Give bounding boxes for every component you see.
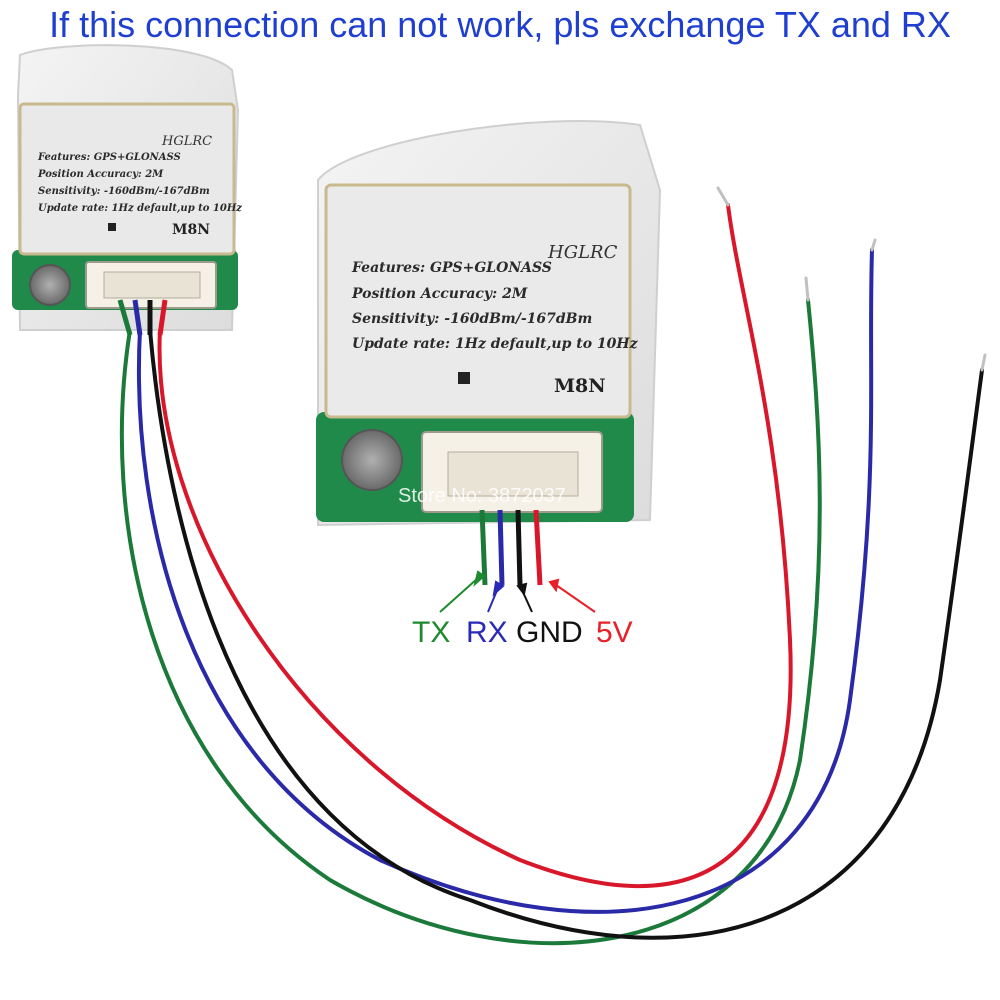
logo-left: HGLRC: [161, 134, 212, 149]
pinout-annotation: TX RX GND 5V: [412, 570, 633, 649]
5v-arrow: [548, 578, 596, 613]
wire-blue-long: [136, 248, 874, 914]
buzzer-left: [29, 264, 71, 306]
rx-arrow: [487, 580, 505, 613]
features-left: Features: GPS+GLONASS: [37, 152, 181, 163]
pin-label-rx: RX: [466, 616, 508, 649]
pin-label-tx: TX: [412, 616, 450, 649]
left-connector-wires: [117, 299, 168, 336]
shield-can-left: [18, 102, 236, 256]
wire-red-long: [157, 203, 793, 889]
features-right: Features: GPS+GLONASS: [351, 260, 552, 276]
pin-label-gnd: GND: [516, 616, 583, 649]
tx-arrow: [439, 570, 486, 613]
marker-square-left: [108, 223, 116, 231]
logo-right: HGLRC: [547, 242, 618, 263]
wire-black-long: [148, 328, 984, 940]
accuracy-right: Position Accuracy: 2M: [351, 286, 528, 302]
sensitivity-right: Sensitivity: -160dBm/-167dBm: [352, 311, 592, 327]
update-rate-left: Update rate: 1Hz default,up to 10Hz: [38, 203, 242, 214]
update-rate-right: Update rate: 1Hz default,up to 10Hz: [352, 336, 639, 352]
gnd-arrow: [516, 582, 533, 613]
model-left: M8N: [172, 222, 210, 238]
model-right: M8N: [554, 375, 606, 397]
sensitivity-left: Sensitivity: -160dBm/-167dBm: [38, 186, 210, 197]
long-wire-bundle: [119, 203, 984, 946]
wire-green-long: [119, 298, 822, 946]
marker-square-right: [458, 372, 470, 384]
gps-module-left: HGLRC Features: GPS+GLONASS Position Acc…: [12, 44, 242, 331]
pin-label-5v: 5V: [596, 616, 633, 649]
wire-tips: [716, 186, 987, 372]
store-watermark: Store No: 3872037: [398, 485, 566, 507]
buzzer-right: [341, 429, 403, 491]
accuracy-left: Position Accuracy: 2M: [37, 169, 164, 180]
shield-can-right: [324, 183, 632, 419]
headline: If this connection can not work, pls exc…: [49, 4, 951, 45]
gps-module-right: HGLRC Features: GPS+GLONASS Position Acc…: [316, 120, 662, 527]
right-connector-wires: [479, 509, 543, 586]
